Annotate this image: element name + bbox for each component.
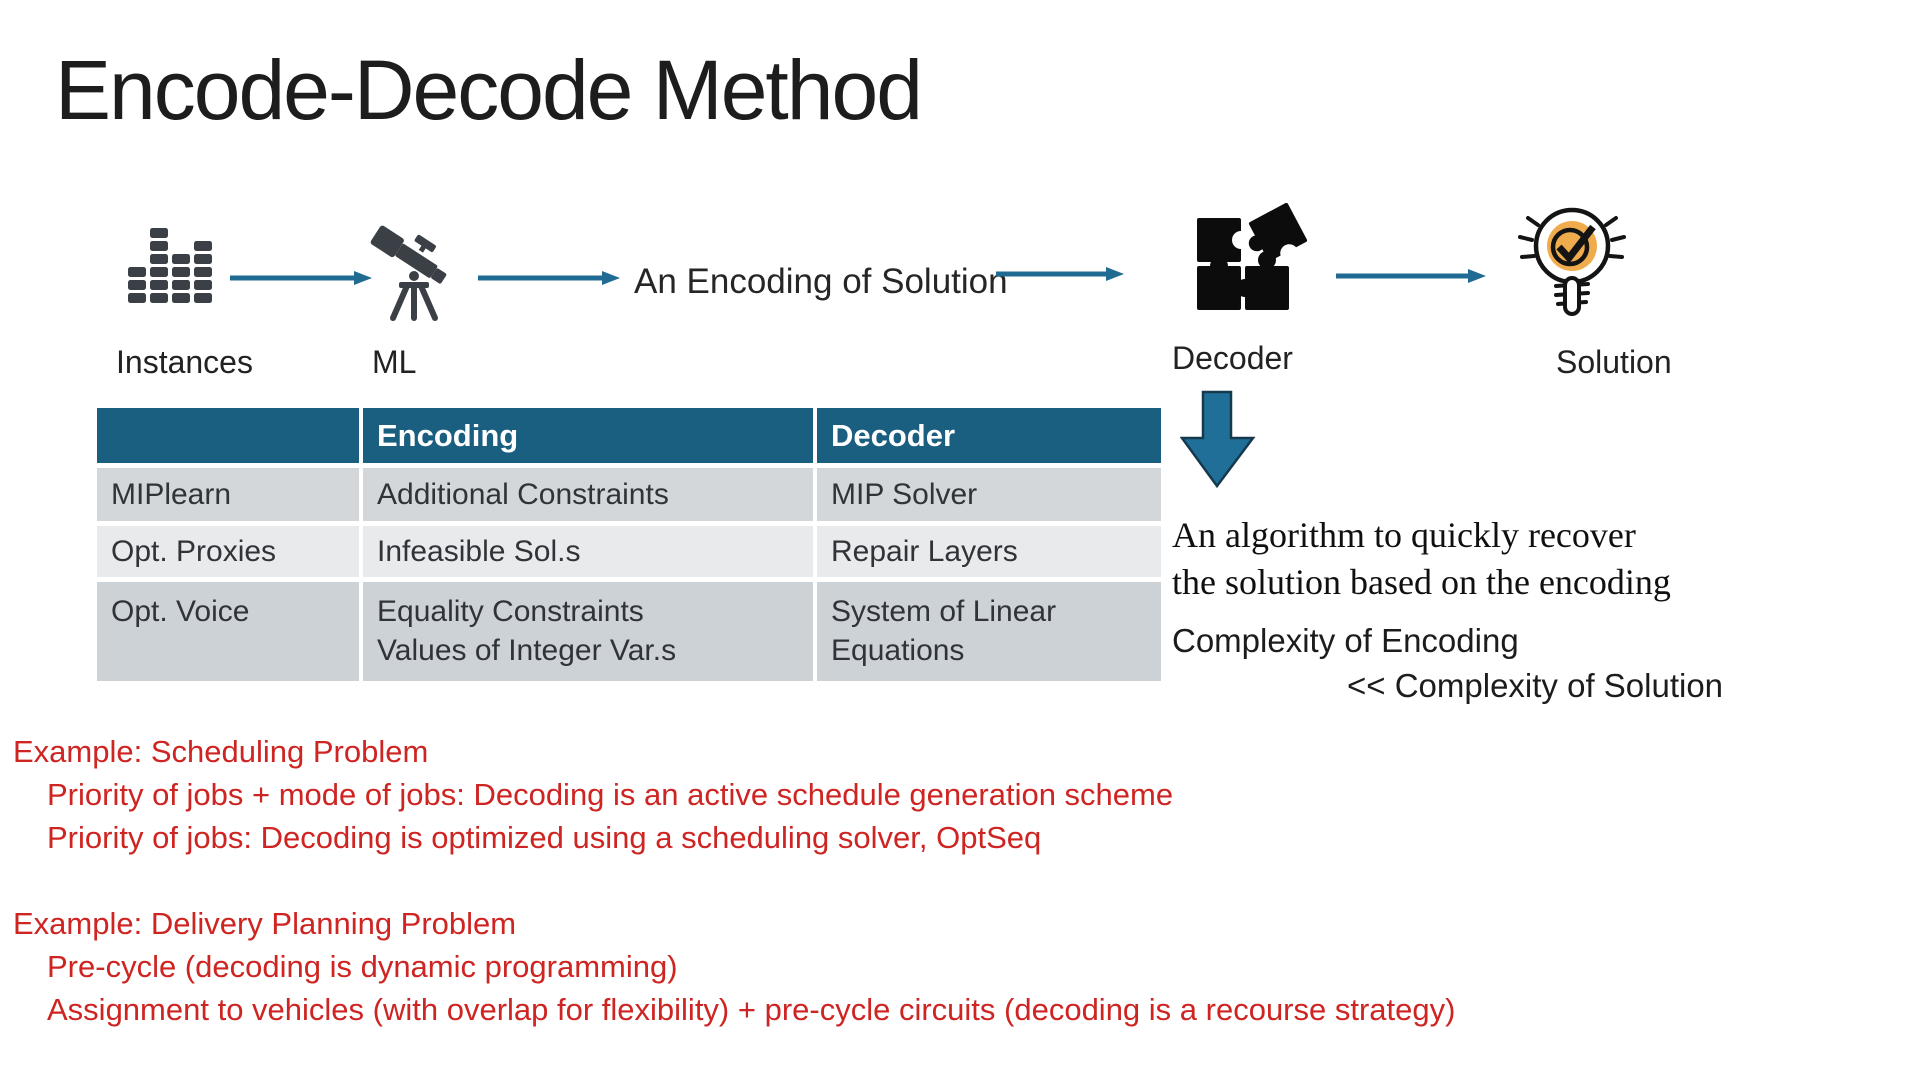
decoder-note-line1: An algorithm to quickly recover [1172, 515, 1636, 555]
puzzle-icon [1197, 202, 1308, 310]
complexity-comparison: Complexity of Encoding << Complexity of … [1172, 618, 1723, 708]
table-cell-row3-decoder-line1: System of Linear [831, 595, 1057, 628]
complexity-line1: Complexity of Encoding [1172, 622, 1519, 659]
table-cell-row3-name-text: Opt. Voice [111, 595, 250, 628]
table-cell-row1-name: MIPlearn [97, 468, 359, 521]
example-delivery-item2: Assignment to vehicles (with overlap for… [47, 992, 1456, 1027]
example-scheduling-item2: Priority of jobs: Decoding is optimized … [47, 820, 1042, 855]
telescope-icon [370, 225, 447, 321]
example-scheduling-title: Example: Scheduling Problem [13, 734, 429, 769]
table-cell-row3-encoding-line1: Equality Constraints [377, 595, 644, 628]
encoding-of-solution-text: An Encoding of Solution [634, 262, 1008, 301]
encoding-decoder-table: Encoding Decoder MIPlearn Additional Con… [97, 408, 1161, 681]
instances-label: Instances [116, 344, 253, 380]
table-cell-row2-decoder: Repair Layers [817, 526, 1161, 577]
table-cell-row2-name: Opt. Proxies [97, 526, 359, 577]
table-cell-row1-encoding: Additional Constraints [363, 468, 813, 521]
table-cell-row3-decoder-line2: Equations [831, 634, 965, 667]
arrow-instances-to-ml-icon [230, 271, 372, 285]
equalizer-bars-icon [128, 228, 212, 303]
example-delivery-item1: Pre-cycle (decoding is dynamic programmi… [47, 949, 678, 984]
example-delivery-title: Example: Delivery Planning Problem [13, 906, 517, 941]
table-cell-row3-encoding-line2: Values of Integer Var.s [377, 634, 677, 667]
decoder-note-line2: the solution based on the encoding [1172, 562, 1671, 602]
example-scheduling-block: Example: Scheduling Problem Priority of … [13, 730, 1173, 859]
arrow-encoding-to-decoder-icon [996, 267, 1124, 281]
table-header-encoding: Encoding [363, 408, 813, 463]
ml-label: ML [372, 344, 417, 380]
table-header-blank [97, 408, 359, 463]
decoder-label: Decoder [1172, 340, 1293, 376]
table-cell-row1-decoder: MIP Solver [817, 468, 1161, 521]
table-header-decoder: Decoder [817, 408, 1161, 463]
down-block-arrow-icon [1180, 390, 1256, 489]
lightbulb-check-icon [1518, 207, 1626, 316]
table-cell-row3-name: Opt. Voice [97, 582, 359, 681]
table-cell-row2-encoding: Infeasible Sol.s [363, 526, 813, 577]
table-cell-row3-encoding: Equality Constraints Values of Integer V… [363, 582, 813, 681]
complexity-line2: << Complexity of Solution [1347, 667, 1724, 704]
page-title: Encode-Decode Method [55, 43, 923, 137]
table-cell-row3-decoder: System of Linear Equations [817, 582, 1161, 681]
arrow-decoder-to-solution-icon [1336, 269, 1486, 283]
arrow-ml-to-encoding-icon [478, 271, 620, 285]
decoder-note: An algorithm to quickly recover the solu… [1172, 512, 1671, 606]
example-delivery-block: Example: Delivery Planning Problem Pre-c… [13, 902, 1455, 1031]
solution-label: Solution [1556, 344, 1672, 380]
example-scheduling-item1: Priority of jobs + mode of jobs: Decodin… [47, 777, 1174, 812]
